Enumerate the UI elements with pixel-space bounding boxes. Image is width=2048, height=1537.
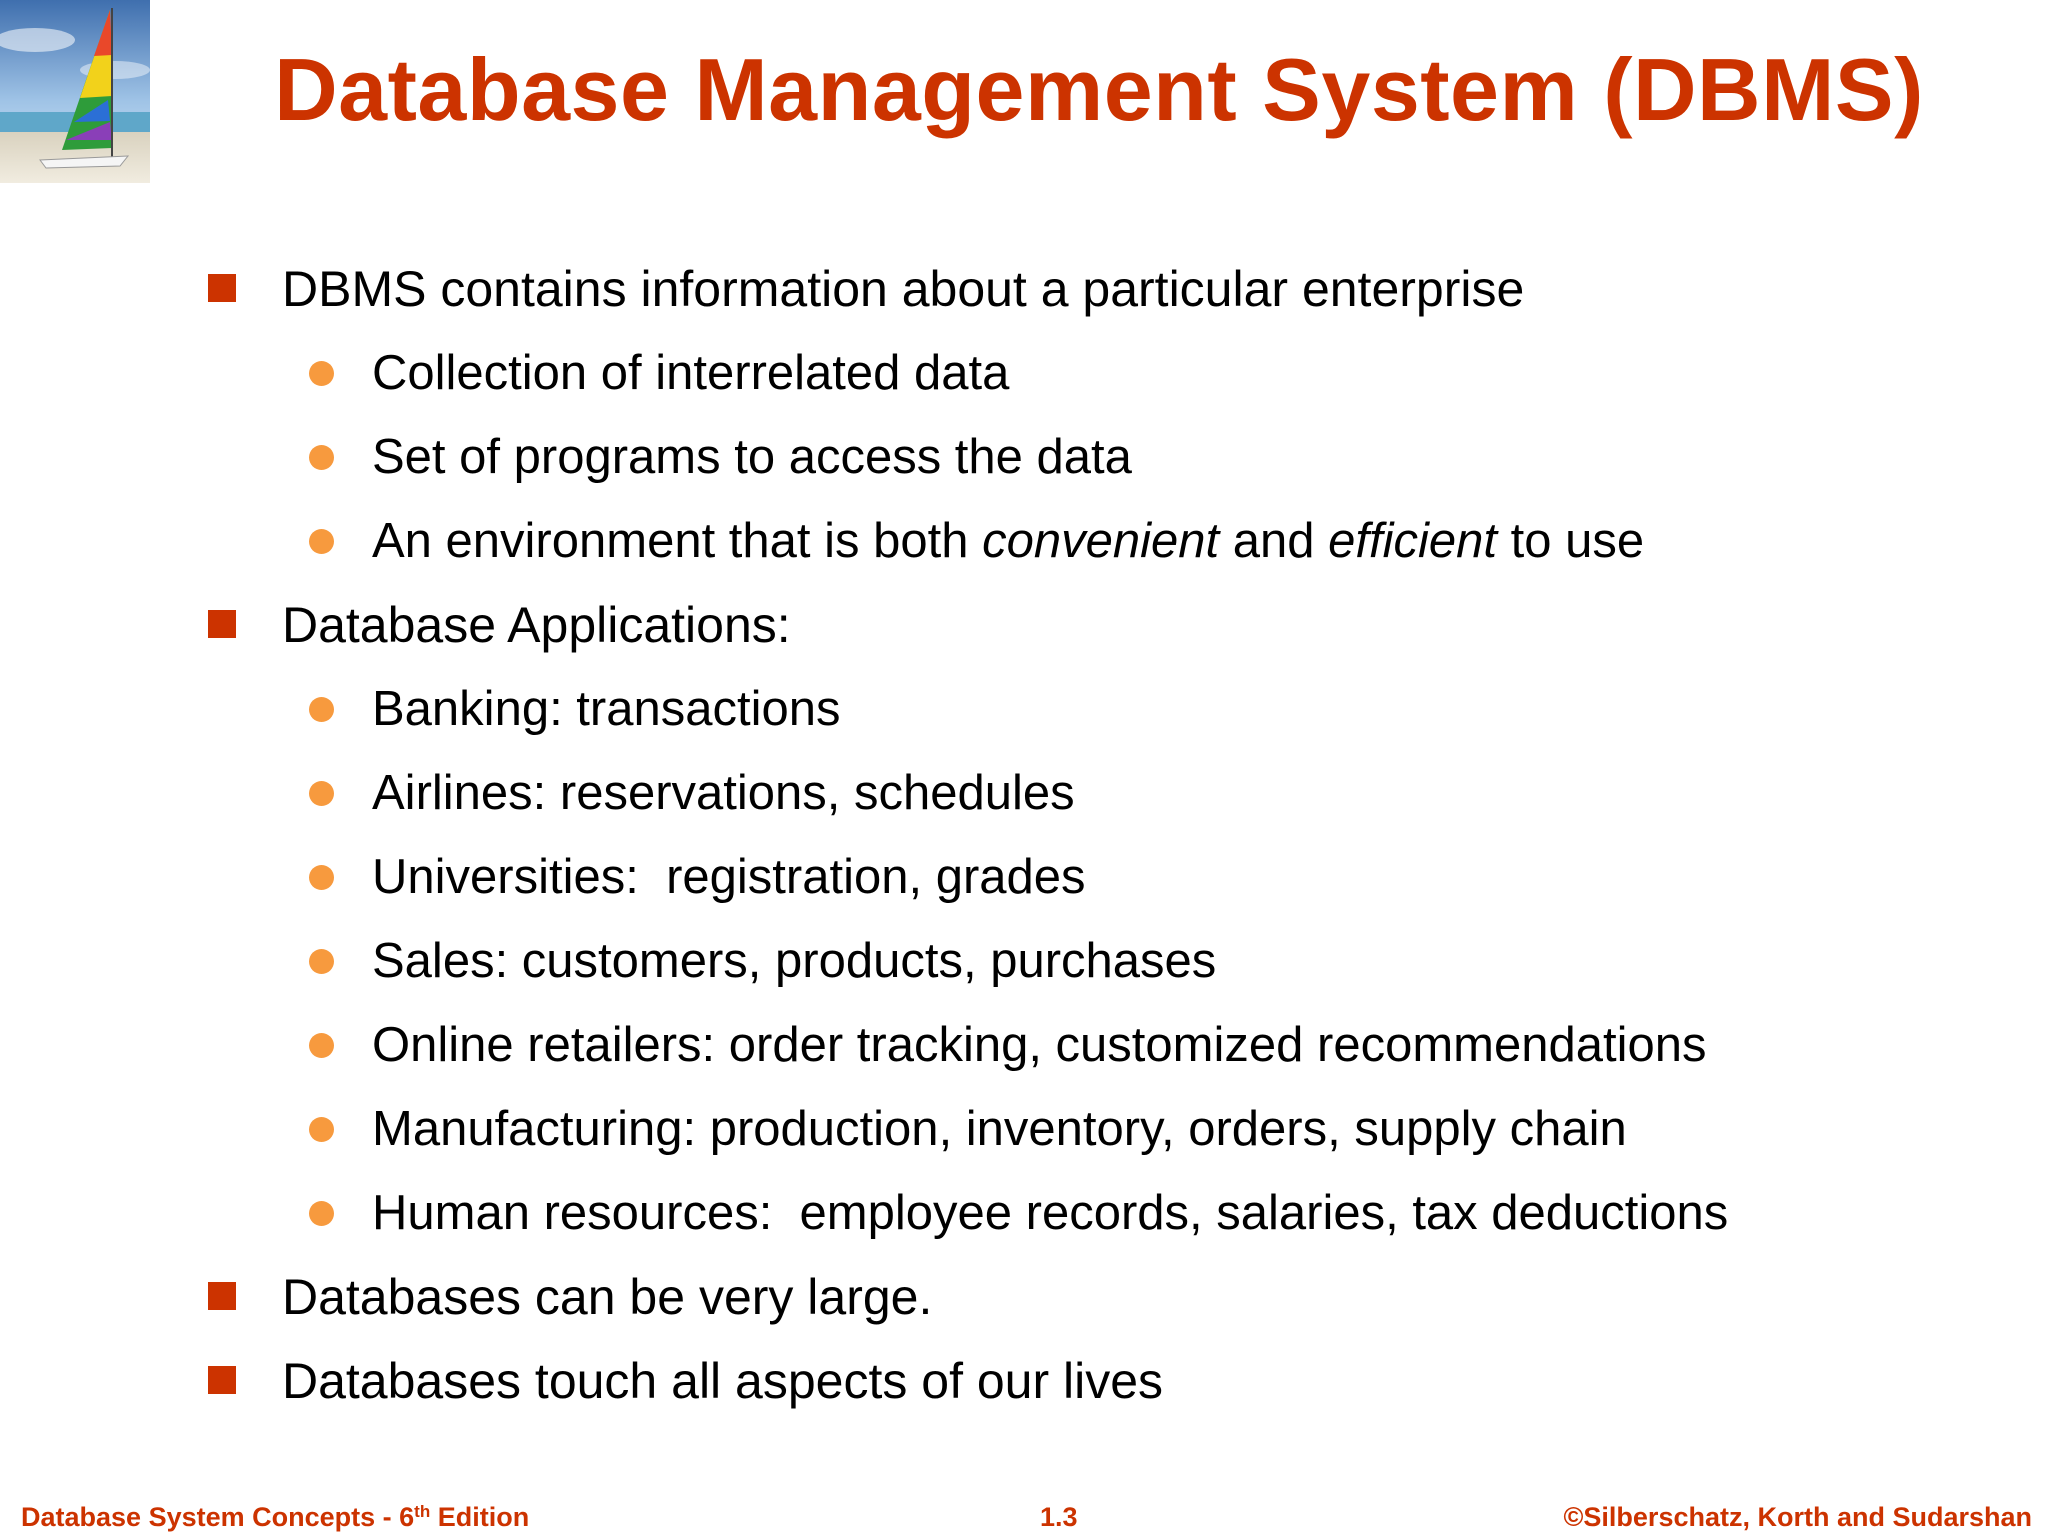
square-bullet-icon bbox=[208, 610, 236, 638]
sub-bullet-item: Airlines: reservations, schedules bbox=[0, 751, 2048, 835]
emphasis-efficient: efficient bbox=[1328, 514, 1498, 568]
sub-bullet-item: Online retailers: order tracking, custom… bbox=[0, 1003, 2048, 1087]
circle-bullet-icon bbox=[309, 1201, 334, 1226]
circle-bullet-icon bbox=[309, 697, 334, 722]
bullet-item: Database Applications: bbox=[0, 583, 2048, 667]
sub-bullet-item: Human resources: employee records, salar… bbox=[0, 1171, 2048, 1255]
sub-bullet-item: Manufacturing: production, inventory, or… bbox=[0, 1087, 2048, 1171]
sub-bullet-text: Banking: transactions bbox=[372, 682, 841, 736]
bullet-text: Databases touch all aspects of our lives bbox=[282, 1353, 1164, 1409]
sub-bullet-text: Sales: customers, products, purchases bbox=[372, 934, 1217, 988]
sub-bullet-text: Collection of interrelated data bbox=[372, 346, 1010, 400]
sub-bullet-text: An environment that is both convenient a… bbox=[372, 514, 1645, 568]
sub-bullet-text: Set of programs to access the data bbox=[372, 430, 1132, 484]
sub-bullet-text: Airlines: reservations, schedules bbox=[372, 766, 1075, 820]
circle-bullet-icon bbox=[309, 781, 334, 806]
sub-bullet-text: Human resources: employee records, salar… bbox=[372, 1186, 1729, 1240]
bullet-item: Databases touch all aspects of our lives bbox=[0, 1339, 2048, 1423]
bullet-text: Databases can be very large. bbox=[282, 1269, 933, 1325]
sub-bullet-item: An environment that is both convenient a… bbox=[0, 499, 2048, 583]
slide-title: Database Management System (DBMS) bbox=[274, 40, 1924, 139]
sub-bullet-item: Sales: customers, products, purchases bbox=[0, 919, 2048, 1003]
circle-bullet-icon bbox=[309, 949, 334, 974]
sub-bullet-text: Universities: registration, grades bbox=[372, 850, 1086, 904]
square-bullet-icon bbox=[208, 1366, 236, 1394]
bullet-item: Databases can be very large. bbox=[0, 1255, 2048, 1339]
square-bullet-icon bbox=[208, 1282, 236, 1310]
circle-bullet-icon bbox=[309, 1033, 334, 1058]
circle-bullet-icon bbox=[309, 865, 334, 890]
circle-bullet-icon bbox=[309, 361, 334, 386]
emphasis-convenient: convenient bbox=[982, 514, 1220, 568]
footer-book-title: Database System Concepts - 6th Edition bbox=[21, 1502, 530, 1532]
bullet-item: DBMS contains information about a partic… bbox=[0, 247, 2048, 331]
bullet-text: DBMS contains information about a partic… bbox=[282, 261, 1525, 317]
circle-bullet-icon bbox=[309, 1117, 334, 1142]
sub-bullet-text: Manufacturing: production, inventory, or… bbox=[372, 1102, 1627, 1156]
bullet-text: Database Applications: bbox=[282, 597, 791, 653]
sub-bullet-item: Universities: registration, grades bbox=[0, 835, 2048, 919]
sub-bullet-item: Collection of interrelated data bbox=[0, 331, 2048, 415]
sub-bullet-item: Banking: transactions bbox=[0, 667, 2048, 751]
footer-page-number: 1.3 bbox=[1040, 1502, 1078, 1532]
circle-bullet-icon bbox=[309, 529, 334, 554]
sub-bullet-text: Online retailers: order tracking, custom… bbox=[372, 1018, 1707, 1072]
footer-copyright: ©Silberschatz, Korth and Sudarshan bbox=[1563, 1502, 2032, 1532]
square-bullet-icon bbox=[208, 274, 236, 302]
sailboat-logo-icon bbox=[0, 0, 150, 183]
slide-footer: Database System Concepts - 6th Edition 1… bbox=[0, 1497, 2048, 1537]
circle-bullet-icon bbox=[309, 445, 334, 470]
sub-bullet-item: Set of programs to access the data bbox=[0, 415, 2048, 499]
